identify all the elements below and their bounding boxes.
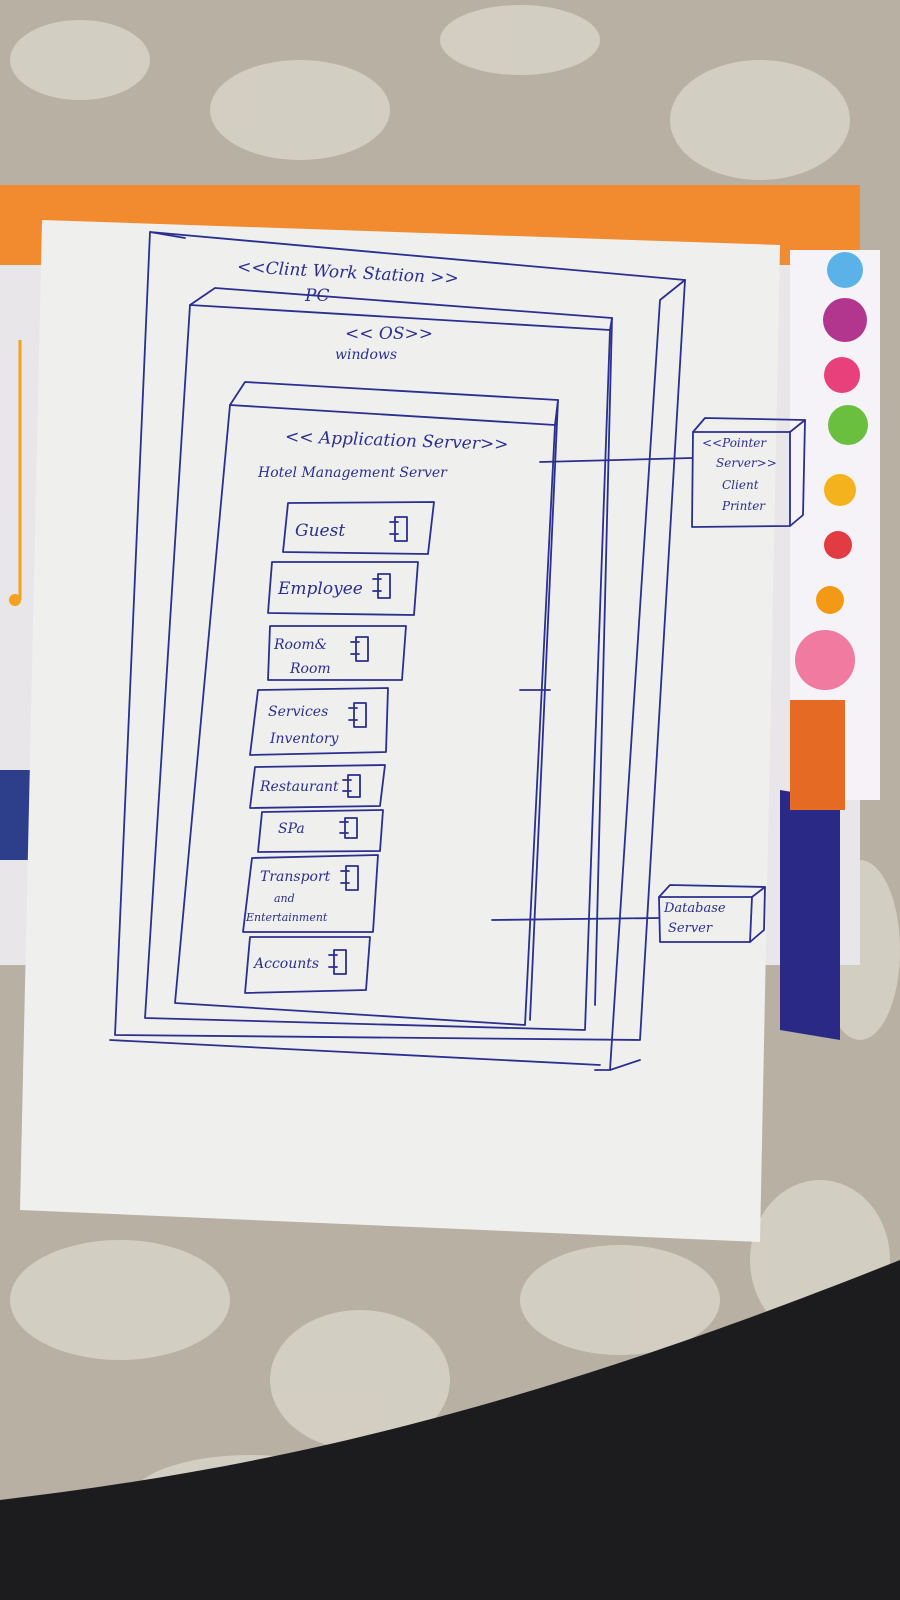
- database-name-line1: Database: [664, 901, 726, 916]
- os-node: [144, 287, 613, 1031]
- database-name-line2: Server: [668, 921, 713, 936]
- printer-name-line2: Printer: [722, 499, 766, 513]
- component-transport-label-line2: and: [274, 892, 295, 905]
- printer-node: [691, 417, 806, 528]
- component-transport-label-line3: Entertainment: [246, 911, 328, 924]
- app-server-name: Hotel Management Server: [258, 465, 447, 481]
- client-node-name: PC: [305, 286, 330, 306]
- printer-connection-line: [539, 457, 693, 463]
- component-boxes: [242, 501, 435, 994]
- printer-name-line1: Client: [722, 478, 759, 492]
- printer-stereotype-line2: Server>>: [716, 456, 777, 470]
- component-room-label-line2: Room: [290, 661, 331, 677]
- printer-stereotype-line1: <<Pointer: [702, 436, 767, 450]
- component-icons: [328, 516, 408, 975]
- component-accounts-label: Accounts: [254, 956, 320, 972]
- component-transport-label-line1: Transport: [260, 869, 331, 885]
- component-services-label-line2: Inventory: [270, 731, 339, 747]
- component-restaurant-label: Restaurant: [260, 779, 339, 795]
- component-employee-label: Employee: [278, 579, 363, 599]
- component-spa-label: SPa: [278, 821, 305, 837]
- database-server-node: [658, 884, 766, 943]
- component-services-label-line1: Services: [268, 704, 329, 720]
- os-node-name: windows: [335, 347, 398, 363]
- application-server-node: [174, 381, 559, 1026]
- component-guest-label: Guest: [295, 521, 346, 541]
- component-room-label-line1: Room&: [274, 637, 328, 653]
- database-connection-line: [491, 917, 660, 921]
- client-workstation-node: [109, 231, 686, 1071]
- os-node-stereotype: << OS>>: [345, 324, 433, 344]
- paper-sheet: [20, 220, 780, 1242]
